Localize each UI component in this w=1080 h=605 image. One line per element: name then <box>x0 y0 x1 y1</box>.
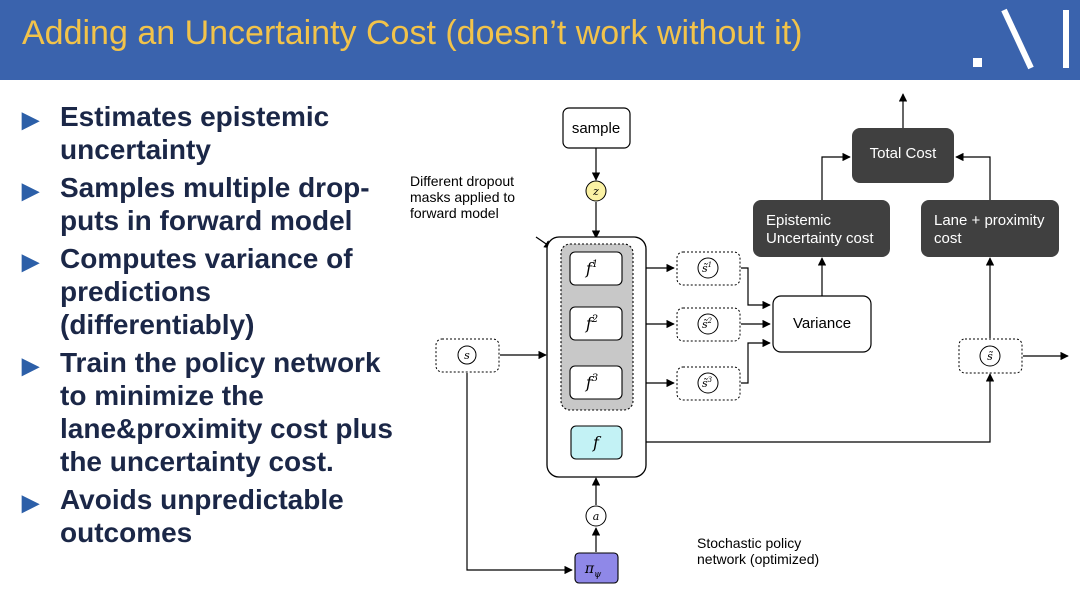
bullet-item: ▶ Samples multiple drop- puts in forward… <box>22 172 370 236</box>
predicted-state-output: s̃ <box>958 338 1023 374</box>
svg-text:πψ: πψ <box>584 561 602 580</box>
z-node: z <box>585 180 607 202</box>
svg-text:s̃1: s̃1 <box>702 261 712 275</box>
bullet-arrow-icon: ▶ <box>22 107 39 132</box>
svg-text:s̃: s̃ <box>987 350 993 363</box>
bullet-arrow-icon: ▶ <box>22 249 39 274</box>
forward-model-f1: f1 <box>569 251 623 286</box>
svg-text:f1: f1 <box>585 259 598 278</box>
svg-text:Epistemic Uncertainty co: Epistemic Uncertainty cost <box>766 212 874 247</box>
variance-node: Variance <box>772 295 872 353</box>
page-title: Adding an Uncertainty Cost (doesn’t work… <box>22 14 803 52</box>
svg-text:s: s <box>464 349 470 362</box>
svg-text:s̃2: s̃2 <box>702 317 713 331</box>
epistemic-cost-node: Epistemic Uncertainty cost <box>753 200 890 257</box>
action-node: a <box>585 505 607 527</box>
diagram-edges <box>466 93 1069 575</box>
svg-text:a: a <box>593 510 600 523</box>
svg-text:Lane + proximity cost: Lane + proximity cost <box>934 212 1049 247</box>
svg-text:sample: sample <box>572 120 620 137</box>
bullet-item: ▶ Avoids unpredictable outcomes <box>22 484 344 548</box>
bullet-arrow-icon: ▶ <box>22 490 39 515</box>
forward-model-f: f <box>570 425 623 460</box>
sample-node: sample <box>562 107 631 149</box>
bullet-item: ▶ Computes variance of predictions (diff… <box>22 243 353 340</box>
svg-text:z: z <box>592 185 599 198</box>
dropout-note: Different dropout masks applied to forwa… <box>410 173 519 221</box>
svg-text:f3: f3 <box>585 373 598 392</box>
state-input-node: s <box>435 338 500 373</box>
lane-proximity-cost-node: Lane + proximity cost <box>921 200 1059 257</box>
policy-network-node: πψ <box>574 552 619 584</box>
svg-text:Variance: Variance <box>793 315 851 332</box>
total-cost-node: Total Cost <box>852 128 954 183</box>
title-bar: Adding an Uncertainty Cost (doesn’t work… <box>0 0 1080 80</box>
predicted-state-3: s̃3 <box>676 366 741 401</box>
logo-icon <box>973 8 1069 70</box>
forward-model-f2: f2 <box>569 306 623 341</box>
svg-text:s̃3: s̃3 <box>702 376 713 390</box>
bullet-item: ▶ Train the policy network to minimize t… <box>22 347 393 477</box>
svg-text:f2: f2 <box>585 314 598 333</box>
svg-text:f: f <box>592 433 602 452</box>
bullet-item: ▶ Estimates epistemic uncertainty <box>22 101 330 165</box>
policy-note: Stochastic policy network (optimized) <box>697 535 819 567</box>
forward-model-f3: f3 <box>569 365 623 400</box>
predicted-state-1: s̃1 <box>676 251 741 286</box>
bullet-arrow-icon: ▶ <box>22 178 39 203</box>
predicted-state-2: s̃2 <box>676 307 741 342</box>
bullet-list: ▶ Estimates epistemic uncertainty ▶ Samp… <box>22 100 422 554</box>
bullet-arrow-icon: ▶ <box>22 353 39 378</box>
svg-text:Total Cost: Total Cost <box>870 145 938 162</box>
